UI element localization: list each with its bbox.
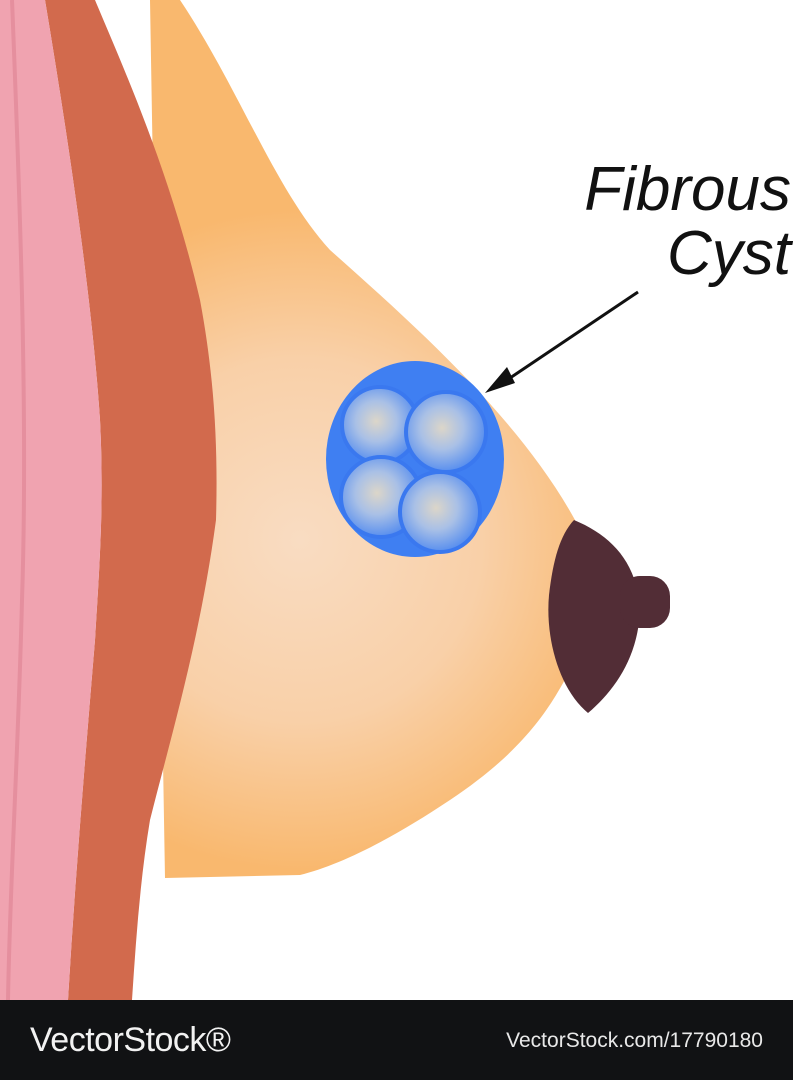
skin-inner-edge bbox=[6, 0, 27, 1000]
skin-layer bbox=[0, 0, 102, 1000]
arrow-pointer-icon bbox=[485, 290, 639, 393]
cyst-lobule bbox=[404, 390, 488, 474]
cyst-lobule bbox=[398, 470, 482, 554]
nipple-areola bbox=[548, 520, 670, 713]
fibrous-cyst bbox=[326, 361, 504, 557]
annotation-label-line-1: Fibrous bbox=[584, 155, 791, 224]
muscle-layer bbox=[45, 0, 217, 1000]
breast-cross-section-diagram bbox=[0, 0, 670, 1000]
footer-bar: VectorStock® VectorStock.com/17790180 bbox=[0, 1000, 793, 1080]
annotation-label-line-2: Cyst bbox=[667, 219, 791, 288]
image-id-text: VectorStock.com/17790180 bbox=[506, 1029, 763, 1052]
vectorstock-logo: VectorStock® bbox=[30, 1021, 231, 1059]
nipple bbox=[620, 576, 670, 628]
areola bbox=[548, 520, 640, 713]
